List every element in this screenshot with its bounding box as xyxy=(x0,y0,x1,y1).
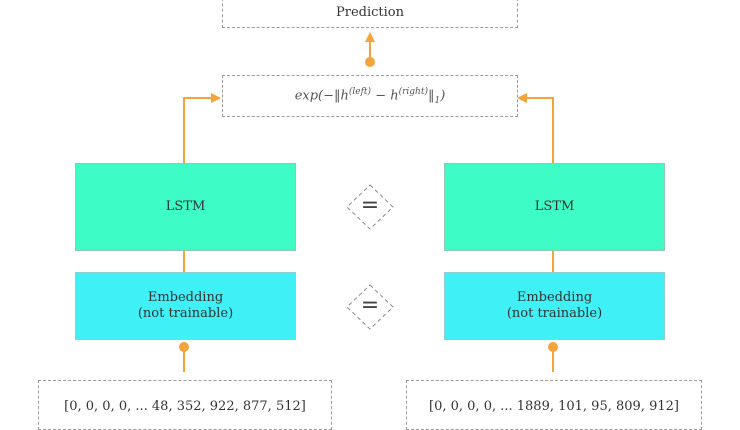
right-arrowhead xyxy=(517,93,527,103)
distance-minus: − h xyxy=(371,87,399,103)
right-lstm-to-distance-arrow xyxy=(526,97,554,163)
shared-lstm-equals: = xyxy=(360,193,380,218)
left-input-sequence: [0, 0, 0, 0, ... 48, 352, 922, 877, 512] xyxy=(64,399,306,414)
distance-output-dot xyxy=(365,57,375,67)
distance-norm-sub: 1 xyxy=(434,95,441,106)
left-embedding-block: Embedding (not trainable) xyxy=(75,272,296,340)
left-embedding-sublabel: (not trainable) xyxy=(137,306,234,321)
left-embedding-label: Embedding xyxy=(147,290,224,305)
distance-expr-prefix: exp(−‖h xyxy=(294,87,349,103)
left-arrowhead xyxy=(211,93,221,103)
distance-close: ) xyxy=(440,87,446,103)
shared-embedding-diamond xyxy=(346,284,394,330)
shared-lstm-diamond xyxy=(346,184,394,230)
distance-right-sup: (right) xyxy=(398,86,428,97)
left-embedding-output-dot xyxy=(179,342,189,352)
right-input-sequence-box: [0, 0, 0, 0, ... 1889, 101, 95, 809, 912… xyxy=(406,380,702,430)
right-embedding-output-dot xyxy=(548,342,558,352)
right-lstm-block: LSTM xyxy=(444,163,665,251)
left-input-sequence-box: [0, 0, 0, 0, ... 48, 352, 922, 877, 512] xyxy=(38,380,332,430)
left-lstm-label: LSTM xyxy=(165,199,206,214)
distance-left-sup: (left) xyxy=(348,86,372,97)
right-embedding-block: Embedding (not trainable) xyxy=(444,272,665,340)
connector-layer xyxy=(179,32,558,372)
distance-box: exp(−‖h(left) − h(right)‖1) xyxy=(222,75,518,117)
right-embedding-sublabel: (not trainable) xyxy=(506,306,603,321)
distance-expression: exp(−‖h(left) − h(right)‖1) xyxy=(295,87,446,106)
right-lstm-label: LSTM xyxy=(534,199,575,214)
left-lstm-to-distance-arrow xyxy=(183,97,212,163)
prediction-arrowhead xyxy=(365,32,375,42)
prediction-box: Prediction xyxy=(222,0,518,28)
right-input-sequence: [0, 0, 0, 0, ... 1889, 101, 95, 809, 912… xyxy=(429,399,679,414)
prediction-label: Prediction xyxy=(336,5,404,20)
distance-expr-suffix: ‖ xyxy=(427,87,435,103)
shared-embedding-equals: = xyxy=(360,293,380,318)
left-lstm-block: LSTM xyxy=(75,163,296,251)
right-embedding-label: Embedding xyxy=(516,290,593,305)
